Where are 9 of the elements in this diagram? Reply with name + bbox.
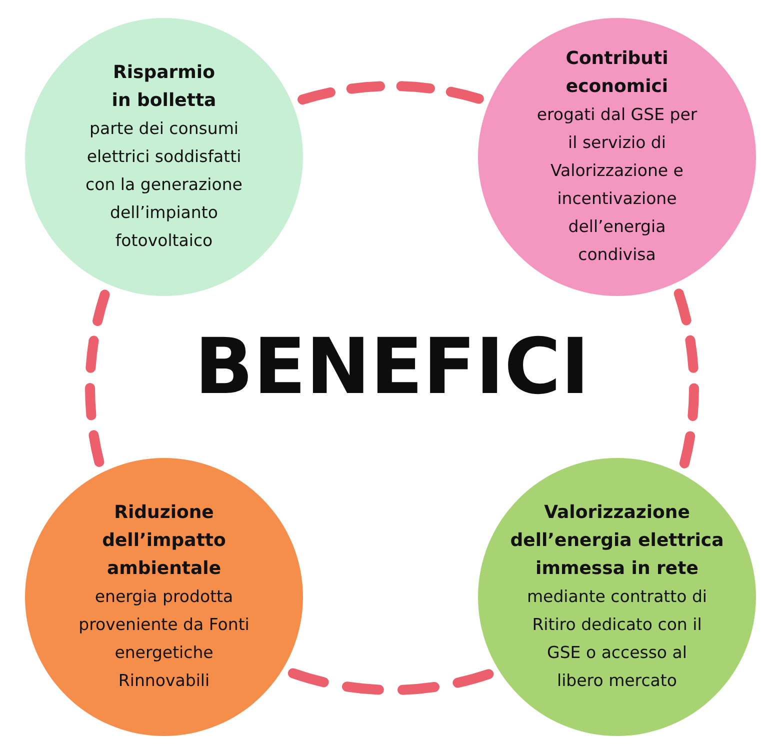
circle-heading: Contributi economici <box>564 47 670 99</box>
diagram-title: BENEFICI <box>194 329 590 406</box>
circle-description: energia prodotta proveniente da Fonti energetiche Rinnovabili <box>78 586 250 692</box>
circle-heading: Risparmio in bolletta <box>110 61 218 113</box>
circle-heading: Valorizzazione dell’energia elettrica immessa in rete <box>509 501 725 581</box>
circle-heading: Riduzione dell’impatto ambientale <box>101 501 227 581</box>
circle-description: mediante contratto di Ritiro dedicato con il GSE o accesso al libero mercato <box>526 586 708 692</box>
circle-description: parte dei consumi elettrici soddisfatti con la generazione dell’impianto fotovoltaico <box>84 118 244 252</box>
circle-description: erogati dal GSE per il servizio di Valorizzazione e incentivazione dell’energia condivisa <box>536 104 698 266</box>
